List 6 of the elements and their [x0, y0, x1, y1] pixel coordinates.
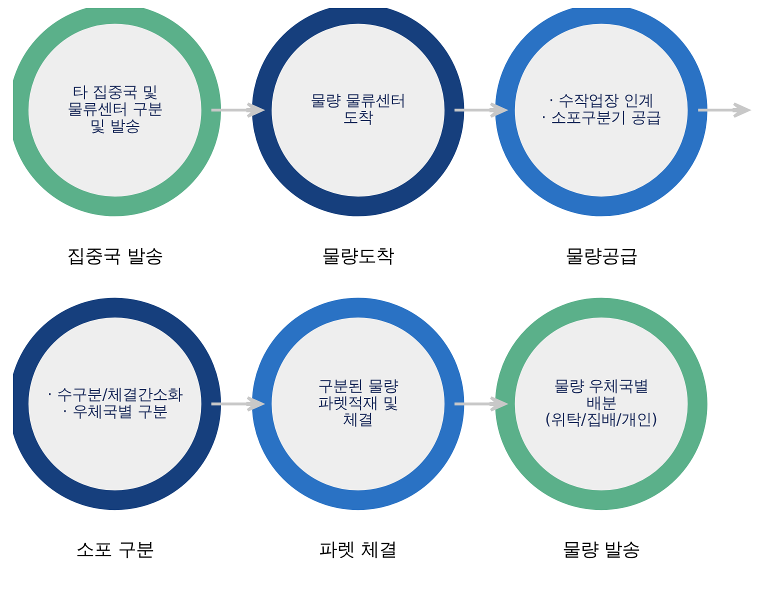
- node-label: 물량공급: [565, 246, 638, 267]
- node-label: 파렛 체결: [319, 540, 397, 561]
- node-label: 물량도착: [322, 246, 394, 267]
- node-label: 소포 구분: [76, 540, 154, 561]
- node-label: 집중국 발송: [67, 246, 163, 267]
- node-label: 물량 발송: [562, 540, 640, 561]
